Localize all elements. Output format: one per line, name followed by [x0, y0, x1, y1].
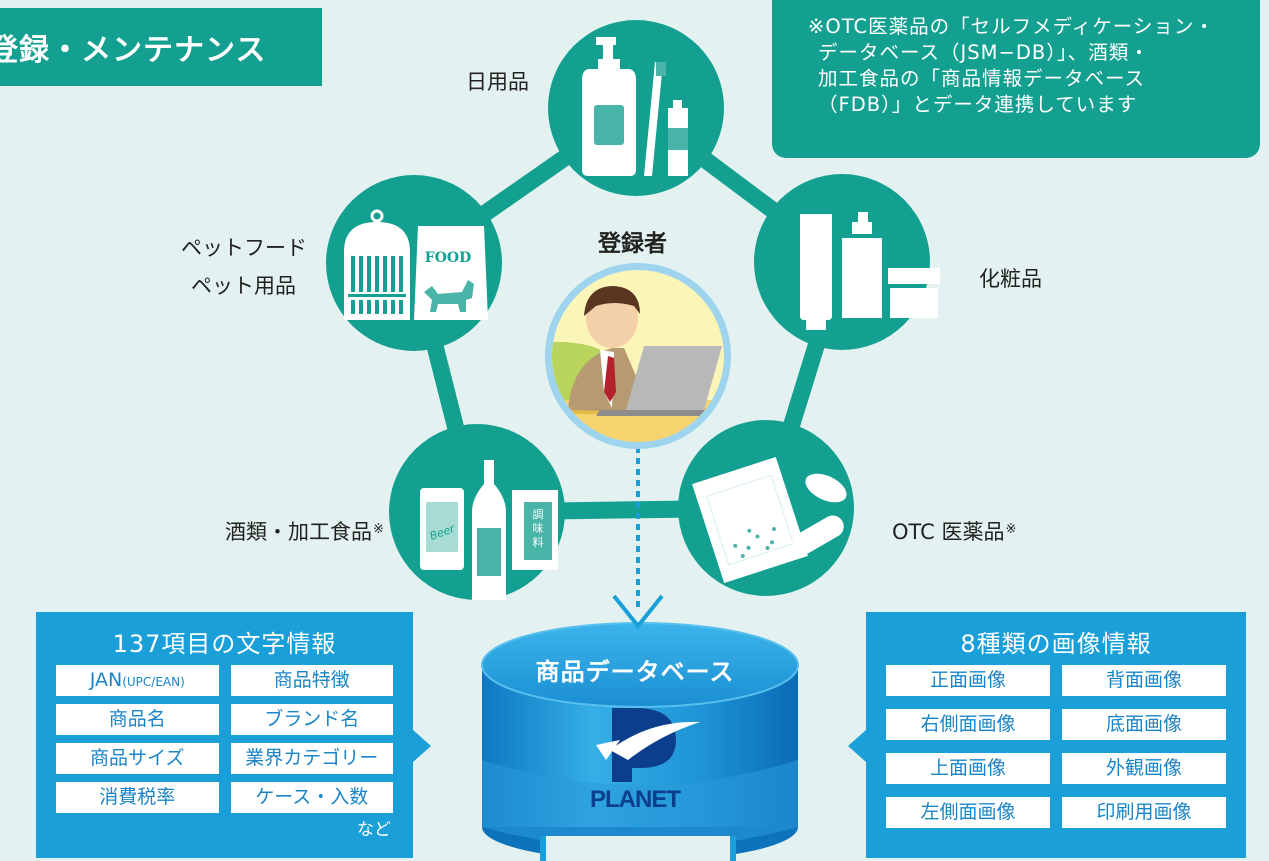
text-info-item: 商品サイズ — [56, 743, 219, 774]
note-mark: ※ — [373, 522, 384, 537]
note-line-2: データベース（JSM−DB）」、酒類・ — [818, 41, 1150, 64]
laptop-icon — [596, 346, 722, 416]
image-info-grid: 正面画像 背面画像 右側面画像 底面画像 上面画像 外観画像 左側面画像 印刷用… — [886, 665, 1226, 828]
image-info-item: 外観画像 — [1062, 753, 1226, 784]
tube-icon — [800, 214, 832, 330]
registrant-illustration — [545, 263, 731, 449]
text-info-pointer — [413, 730, 431, 762]
spray-bottle-icon — [842, 212, 882, 318]
image-info-item: 底面画像 — [1062, 709, 1226, 740]
note-line-1: ※OTC医薬品の「セルフメディケーション・ — [808, 15, 1215, 38]
beer-can-icon: Beer — [420, 488, 464, 570]
person-icon — [568, 286, 648, 412]
toothpaste-icon — [668, 100, 688, 176]
image-info-item: 上面画像 — [886, 753, 1050, 784]
seasoning-text-2: 味 — [533, 522, 544, 535]
text-info-item: ブランド名 — [230, 704, 393, 735]
image-info-item: 背面画像 — [1062, 665, 1226, 696]
alcohol-food-circle: Beer 調 味 料 — [389, 424, 565, 600]
planet-logo-text: PLANET — [590, 786, 681, 813]
text-info-item: 消費税率 — [56, 782, 219, 813]
category-label-alcohol-food: 酒類・加工食品※ — [225, 516, 384, 546]
pill-tablet-icon — [805, 473, 847, 503]
jan-suffix: (UPC/EAN) — [122, 675, 185, 689]
image-info-panel: 8種類の画像情報 正面画像 背面画像 右側面画像 底面画像 上面画像 外観画像 … — [866, 612, 1246, 858]
note-line-3: 加工食品の「商品情報データベース — [818, 67, 1146, 90]
image-info-item: 左側面画像 — [886, 797, 1050, 828]
note-line-4: （FDB）」とデータ連携しています — [818, 93, 1138, 116]
text-info-more: など — [357, 820, 391, 840]
image-info-pointer — [848, 730, 866, 762]
category-label-daily-goods: 日用品 — [466, 70, 529, 94]
text-info-item: 商品名 — [56, 704, 219, 735]
text-info-grid: JAN(UPC/EAN) 商品特徴 商品名 ブランド名 商品サイズ 業界カテゴリ… — [56, 665, 393, 813]
category-label-pet-food: ペットフード — [181, 236, 307, 260]
text-info-panel: 137項目の文字情報 JAN(UPC/EAN) 商品特徴 商品名 ブランド名 商… — [36, 612, 413, 858]
data-link-note: ※OTC医薬品の「セルフメディケーション・ データベース（JSM−DB）」、酒類… — [772, 0, 1260, 158]
pump-bottle-icon — [582, 37, 636, 176]
cream-jar-icon — [888, 268, 940, 318]
planet-logo-icon — [596, 708, 700, 782]
section-title-banner: 登録・メンテナンス — [0, 8, 322, 86]
pet-food-bag-icon: FOOD — [414, 226, 488, 320]
pet-circle: FOOD — [326, 175, 502, 351]
image-info-item: 印刷用画像 — [1062, 797, 1226, 828]
otc-medicine-circle — [678, 420, 854, 596]
text-info-item: 業界カテゴリー — [230, 743, 393, 774]
jan-label: JAN — [89, 669, 123, 691]
text-info-item: 商品特徴 — [230, 665, 393, 696]
daily-goods-circle — [548, 20, 724, 196]
seasoning-box-icon: 調 味 料 — [512, 490, 558, 570]
category-label-cosmetics: 化粧品 — [979, 267, 1042, 291]
database-cylinder — [481, 622, 799, 861]
database-label: 商品データベース — [535, 658, 735, 686]
food-bag-text: FOOD — [425, 250, 471, 266]
medicine-packet-icon — [692, 456, 808, 584]
birdcage-icon — [344, 209, 410, 320]
alcohol-food-text: 酒類・加工食品 — [225, 520, 372, 544]
text-info-title: 137項目の文字情報 — [112, 630, 337, 658]
category-label-pet-goods: ペット用品 — [191, 274, 296, 298]
image-info-item: 右側面画像 — [886, 709, 1050, 740]
image-info-title: 8種類の画像情報 — [960, 630, 1152, 658]
text-info-item: ケース・入数 — [230, 782, 393, 813]
section-title: 登録・メンテナンス — [0, 33, 267, 68]
otc-text: OTC 医薬品 — [892, 520, 1005, 544]
wine-bottle-icon — [472, 460, 506, 600]
text-info-item: JAN(UPC/EAN) — [56, 665, 219, 696]
cosmetics-circle — [754, 174, 940, 350]
toothbrush-icon — [644, 62, 666, 176]
note-mark: ※ — [1005, 522, 1017, 537]
seasoning-text: 調 — [533, 507, 544, 521]
registration-flow-arrow — [612, 436, 664, 630]
image-info-item: 正面画像 — [886, 665, 1050, 696]
seasoning-text-3: 料 — [533, 535, 544, 549]
capsule-icon — [792, 515, 844, 555]
registrant-label: 登録者 — [598, 231, 667, 257]
category-label-otc: OTC 医薬品※ — [892, 516, 1016, 546]
